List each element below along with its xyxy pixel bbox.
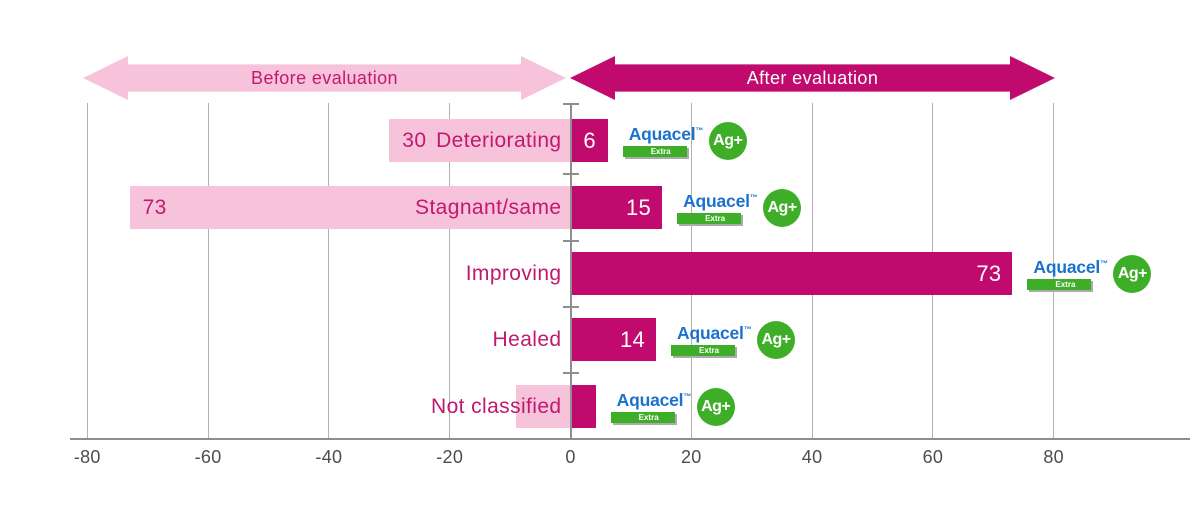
aquacel-wordmark: Aquacel™ Extra <box>610 390 692 423</box>
after-bar: 14 <box>571 318 657 361</box>
aquacel-logo: Aquacel™ Extra Ag+ <box>622 119 747 162</box>
after-value: 6 <box>583 127 596 153</box>
x-tick-label: 20 <box>680 447 702 467</box>
chart-row-deteriorating: 30 6 Deteriorating Aquacel™ Extra Ag+ <box>0 119 1198 162</box>
zero-axis-tick <box>562 239 579 242</box>
extra-badge: Extra <box>671 345 736 356</box>
x-tick-label: -20 <box>436 447 464 467</box>
aquacel-brand-text: Aquacel™ <box>616 390 692 410</box>
x-tick-label: 60 <box>922 447 944 467</box>
gridline <box>207 103 209 438</box>
zero-axis-tick <box>562 103 579 105</box>
chart-row-stagnant-same: 73 15 Stagnant/same Aquacel™ Extra Ag+ <box>0 186 1198 229</box>
after-bar: 6 <box>571 119 608 162</box>
x-axis-line <box>70 438 1190 440</box>
aquacel-wordmark: Aquacel™ Extra <box>622 124 704 157</box>
category-label: Stagnant/same <box>415 196 562 219</box>
after-bar: 15 <box>571 186 663 229</box>
extra-badge: Extra <box>622 146 687 157</box>
gridline <box>449 103 451 438</box>
ag-plus-badge-icon: Ag+ <box>696 387 735 426</box>
trademark-symbol: ™ <box>695 126 704 136</box>
chart-row-healed: 14 Healed Aquacel™ Extra Ag+ <box>0 318 1198 361</box>
extra-badge: Extra <box>1027 279 1092 290</box>
aquacel-brand-text: Aquacel™ <box>1033 257 1108 277</box>
trademark-symbol: ™ <box>749 193 758 203</box>
gridline <box>328 103 330 438</box>
after-evaluation-arrow: After evaluation <box>570 56 1055 100</box>
x-tick-label: 0 <box>565 447 576 467</box>
extra-badge: Extra <box>677 213 742 224</box>
aquacel-wordmark: Aquacel™ Extra <box>1027 257 1108 290</box>
category-label: Healed <box>492 328 562 351</box>
x-tick-label: -60 <box>194 447 222 467</box>
ag-plus-badge-icon: Ag+ <box>763 188 802 227</box>
after-bar <box>571 385 596 428</box>
aquacel-brand-text: Aquacel™ <box>677 323 752 343</box>
before-value: 30 <box>402 128 427 152</box>
trademark-symbol: ™ <box>1100 259 1108 269</box>
before-evaluation-arrow: Before evaluation <box>83 56 566 100</box>
after-bar: 73 <box>571 252 1013 295</box>
ag-plus-badge-icon: Ag+ <box>1113 254 1152 293</box>
chart-row-improving: 73 Improving Aquacel™ Extra Ag+ <box>0 252 1198 295</box>
trademark-symbol: ™ <box>743 325 752 335</box>
zero-axis-tick <box>562 173 579 175</box>
extra-badge: Extra <box>610 412 675 423</box>
aquacel-logo: Aquacel™ Extra Ag+ <box>610 385 735 428</box>
zero-axis-line <box>569 103 572 438</box>
x-tick-label: -40 <box>315 447 343 467</box>
x-tick-label: -80 <box>73 447 101 467</box>
after-value: 14 <box>619 326 646 352</box>
category-label: Improving <box>465 262 562 285</box>
gridline <box>1053 103 1055 438</box>
aquacel-logo: Aquacel™ Extra Ag+ <box>671 318 796 361</box>
aquacel-logo: Aquacel™ Extra Ag+ <box>1027 252 1152 295</box>
trademark-symbol: ™ <box>683 392 692 402</box>
x-tick-label: 40 <box>801 447 823 467</box>
before-evaluation-label: Before evaluation <box>251 67 398 88</box>
before-bar <box>516 385 571 428</box>
before-value: 73 <box>142 195 167 219</box>
ag-plus-badge-icon: Ag+ <box>708 121 747 160</box>
before-bar: 73 <box>129 186 571 229</box>
category-label: Deteriorating <box>436 129 562 152</box>
gridline <box>86 103 88 438</box>
chart-row-not-classified: Not classified Aquacel™ Extra Ag+ <box>0 385 1198 428</box>
after-value: 15 <box>626 194 652 220</box>
aquacel-brand-text: Aquacel™ <box>683 191 758 211</box>
category-label: Not classified <box>431 395 562 418</box>
after-evaluation-label: After evaluation <box>746 67 879 88</box>
before-bar: 30 <box>389 119 571 162</box>
aquacel-wordmark: Aquacel™ Extra <box>671 323 752 356</box>
aquacel-brand-text: Aquacel™ <box>628 124 704 144</box>
x-tick-label: 80 <box>1043 447 1064 467</box>
after-value: 73 <box>976 260 1002 286</box>
zero-axis-tick <box>562 305 579 308</box>
zero-axis-tick <box>562 372 579 374</box>
aquacel-wordmark: Aquacel™ Extra <box>677 191 758 224</box>
aquacel-logo: Aquacel™ Extra Ag+ <box>677 186 802 229</box>
ag-plus-badge-icon: Ag+ <box>757 320 796 359</box>
